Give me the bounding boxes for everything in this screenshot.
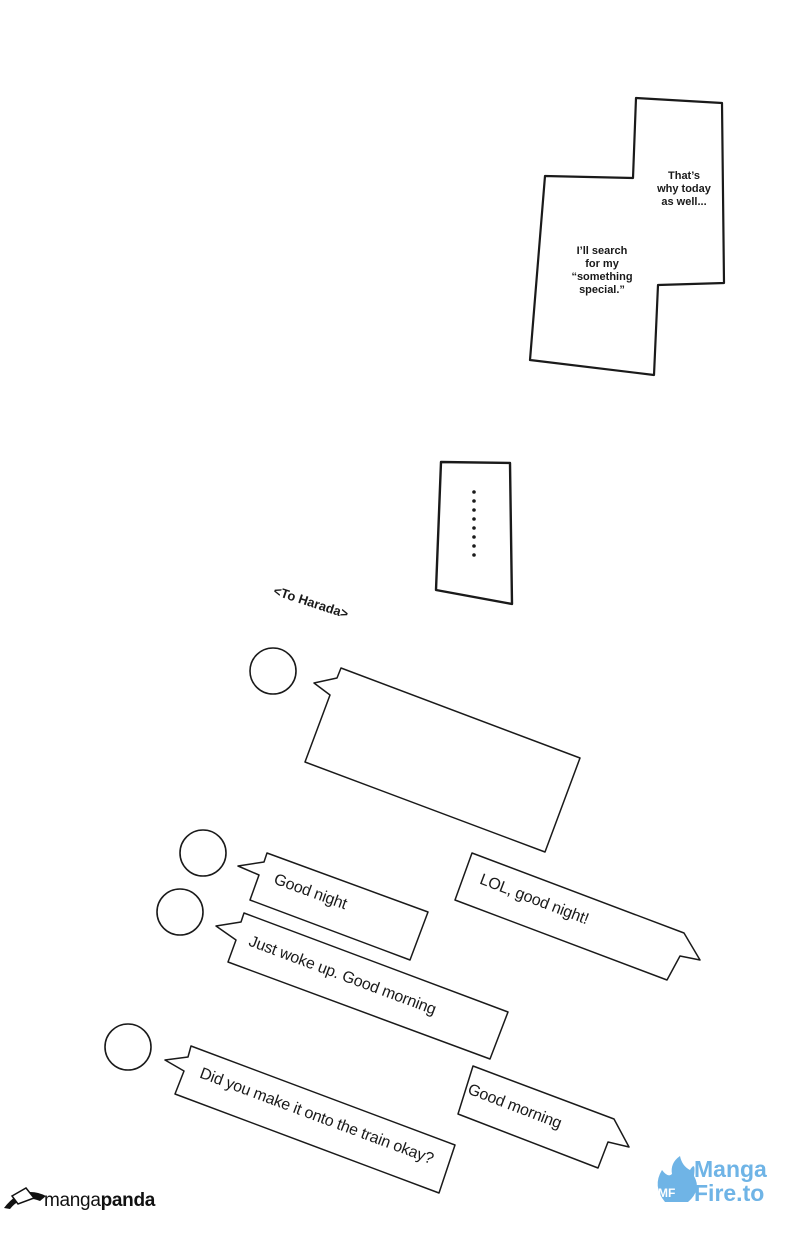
mangapanda-logo-suffix: panda bbox=[100, 1190, 156, 1211]
good-night-bubble bbox=[237, 852, 429, 961]
mangafire-watermark: Manga Fire.to MF bbox=[650, 1156, 785, 1206]
narration-right-text: That’s why today as well... bbox=[653, 170, 715, 209]
avatar-circle-3 bbox=[156, 888, 204, 936]
narration-bubble-outline bbox=[528, 96, 726, 377]
mangafire-logo-line-2: Fire.to bbox=[694, 1180, 765, 1206]
avatar-circle-4 bbox=[104, 1023, 152, 1071]
just-woke-up-bubble bbox=[215, 912, 509, 1060]
lol-good-night-bubble bbox=[454, 852, 701, 981]
ellipsis-bubble-outline bbox=[434, 460, 514, 606]
avatar-circle-2 bbox=[179, 829, 227, 877]
narration-right-line-2: why today bbox=[657, 183, 711, 195]
did-you-make-it-bubble bbox=[164, 1045, 456, 1194]
empty-message-bubble bbox=[304, 667, 581, 853]
ellipsis-dots bbox=[472, 490, 476, 557]
narration-left-text: I’ll search for my “something special.” bbox=[566, 245, 638, 297]
narration-left-line-2: for my bbox=[585, 258, 619, 270]
good-morning-bubble bbox=[457, 1065, 630, 1169]
mangapanda-logo-prefix: manga bbox=[44, 1190, 101, 1211]
narration-left-line-1: I’ll search bbox=[576, 245, 628, 257]
narration-right-line-3: as well... bbox=[661, 196, 707, 208]
narration-left-line-4: special.” bbox=[579, 284, 625, 296]
mangafire-logo-badge: MF bbox=[658, 1186, 676, 1200]
mangapanda-watermark: mangapanda bbox=[2, 1186, 155, 1216]
mangapanda-hat-icon bbox=[4, 1187, 46, 1209]
narration-right-line-1: That’s bbox=[668, 170, 700, 182]
mangafire-logo-line-1: Manga bbox=[694, 1156, 767, 1182]
mangafire-flame-icon bbox=[657, 1156, 697, 1202]
avatar-circle-1 bbox=[249, 647, 297, 695]
narration-left-line-3: “something bbox=[571, 271, 633, 283]
